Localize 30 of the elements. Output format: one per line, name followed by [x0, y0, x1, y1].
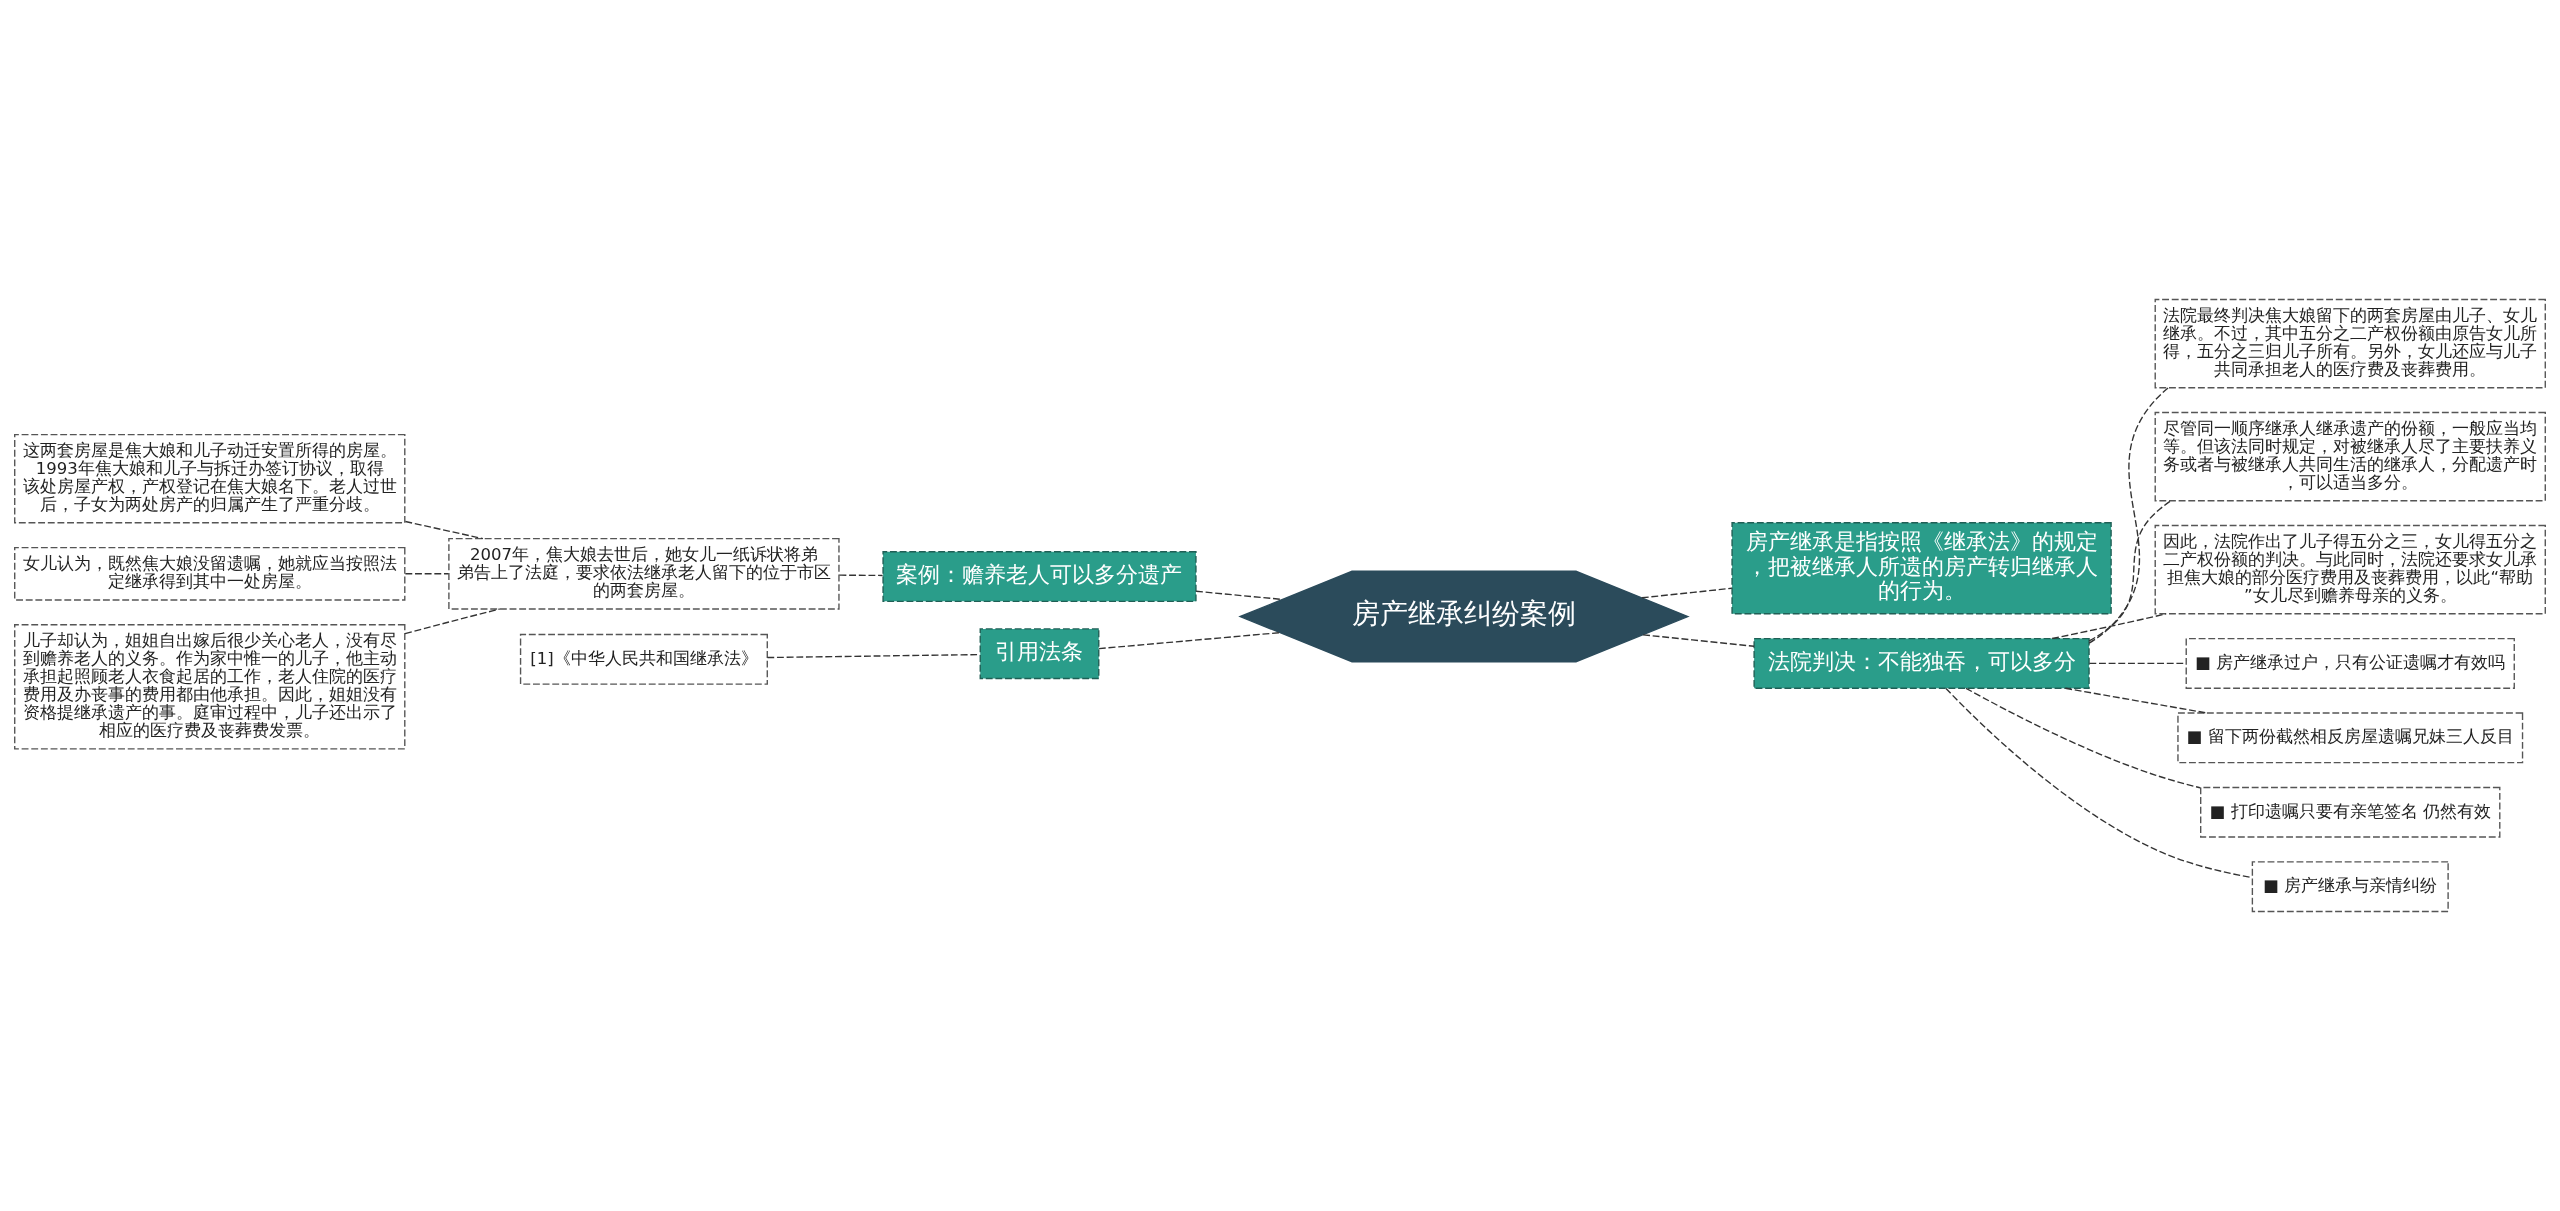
connector [2051, 613, 2167, 640]
node-box: 引用法条 [979, 628, 1100, 680]
connector [1641, 587, 1733, 599]
node-box: 房产继承是指按照《继承法》的规定，把被继承人所遗的房产转归继承人的行为。 [1731, 522, 2112, 615]
connector [1098, 632, 1281, 650]
node-box: 2007年，焦大娘去世后，她女儿一纸诉状将弟弟告上了法庭，要求依法继承老人留下的位于市区的两套房屋。 [448, 537, 840, 610]
node-box: ■ 留下两份截然相反房屋遗嘱兄妹三人反目 [2177, 712, 2524, 764]
connector [1195, 590, 1283, 601]
node-box: 女儿认为，既然焦大娘没留遗嘱，她就应当按照法定继承得到其中一处房屋。 [14, 546, 406, 601]
connector [1945, 687, 2253, 879]
node-box: 案例：赡养老人可以多分遗产 [882, 551, 1197, 603]
node-box: 法院最终判决焦大娘留下的两套房屋由儿子、女儿继承。不过，其中五分之二产权份额由原告女儿所得，五分之三归儿子所有。另外，女儿还应与儿子共同承担老人的医疗费及丧葬费用。 [2154, 298, 2546, 389]
connector [404, 573, 450, 575]
node-box: 儿子却认为，姐姐自出嫁后很少关心老人，没有尽到赡养老人的义务。作为家中惟一的儿子，他主动承担起照顾老人衣食起居的工作，老人住院的医疗费用及办丧事的费用都由他承担。因此，姐姐没有资格提继承遗产的事。庭审过程中，儿子还出示了相应的医疗费及丧葬费发票。 [14, 624, 406, 750]
node-box: ■ 房产继承与亲情纠纷 [2251, 861, 2449, 913]
node-box: [1]《中华人民共和国继承法》 [519, 633, 768, 685]
node-box: ■ 打印遗嘱只要有亲笔签名 仍然有效 [2200, 786, 2501, 838]
connector [2088, 500, 2172, 642]
connector [2088, 387, 2169, 644]
connector [1965, 687, 2202, 789]
connector [2064, 687, 2208, 714]
node-box: 这两套房屋是焦大娘和儿子动迁安置所得的房屋。1993年焦大娘和儿子与拆迁办签订协议，取得该处房屋产权，产权登记在焦大娘名下。老人过世后，子女为两处房产的归属产生了严重分歧。 [14, 433, 406, 524]
node-box: 法院判决：不能独吞，可以多分 [1753, 637, 2090, 689]
connector [838, 574, 884, 577]
connector [404, 520, 484, 540]
node-box: 因此，法院作出了儿子得五分之三，女儿得五分之二产权份额的判决。与此同时，法院还要求女儿承担焦大娘的部分医疗费用及丧葬费用，以此“帮助”女儿尽到赡养母亲的义务。 [2154, 524, 2546, 615]
connector [404, 608, 501, 635]
node-box: ■ 房产继承过户，只有公证遗嘱才有效吗 [2185, 637, 2515, 689]
connector [1642, 634, 1755, 647]
node-box: 尽管同一顺序继承人继承遗产的份额，一般应当均等。但该法同时规定，对被继承人尽了主要扶养义务或者与被继承人共同生活的继承人，分配遗产时，可以适当多分。 [2154, 411, 2546, 502]
